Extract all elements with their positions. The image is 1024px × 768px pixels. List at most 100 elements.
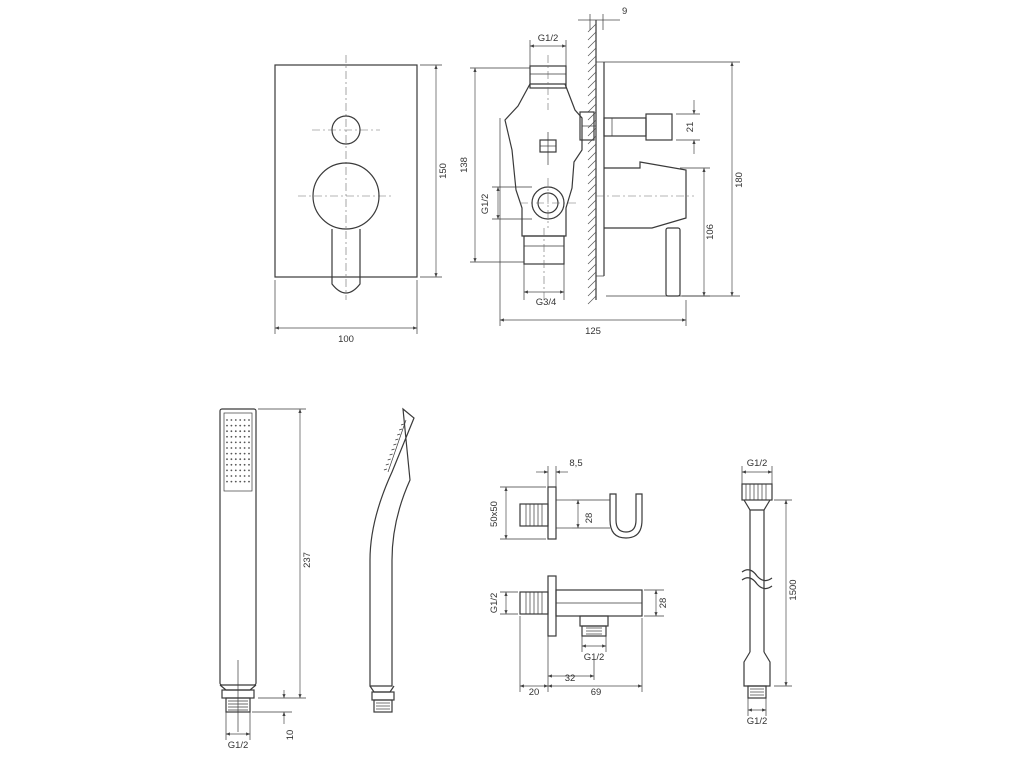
dim-wall-9: 9 [622, 6, 627, 17]
dim-69: 69 [591, 687, 602, 698]
dim-holder-28: 28 [584, 513, 595, 524]
side-nozzle [387, 458, 391, 461]
dim-total-180: 180 [734, 172, 745, 188]
hatch-line [587, 255, 597, 265]
hatch-line [587, 183, 597, 193]
diverter-stem [603, 117, 647, 137]
hatch-line [587, 79, 597, 89]
side-nozzles [383, 423, 405, 471]
hatch-line [587, 55, 597, 65]
wall-hatch [587, 23, 597, 305]
nozzle-dot [230, 441, 233, 444]
nozzle-dot [230, 463, 233, 466]
side-nozzle [398, 428, 403, 431]
hatch-line [587, 167, 597, 177]
dim-bottom-outlet: G3/4 [536, 297, 557, 308]
nozzle-dot [243, 435, 246, 438]
front-view: 100 150 [274, 55, 449, 345]
dim-outlet-28: 28 [658, 598, 669, 609]
dim-plate-8-5: 8,5 [569, 458, 582, 469]
dim-hose-top: G1/2 [747, 458, 768, 469]
hatch-line [587, 119, 597, 129]
nozzle-dot [248, 469, 250, 472]
holder-clip [609, 493, 643, 539]
hatch-line [587, 23, 597, 33]
dim-hand-shower-237: 237 [302, 552, 313, 568]
dim-hand-thread: G1/2 [228, 740, 249, 751]
nozzle-dot [243, 452, 246, 455]
hatch-line [587, 111, 597, 121]
nozzle-dot [248, 452, 250, 455]
dim-20: 20 [529, 687, 540, 698]
nozzle-dot [230, 469, 233, 472]
side-nozzle [383, 468, 388, 471]
nozzle-dot [243, 447, 246, 449]
nozzle-dot [248, 463, 250, 466]
nozzle-dot [243, 458, 246, 461]
nozzle-dot [248, 430, 250, 433]
hand-shower-side [369, 407, 415, 713]
nozzle-dot [230, 452, 233, 455]
hatch-line [587, 191, 597, 201]
mixer-rosette [312, 162, 380, 230]
nozzle-dot [226, 447, 228, 449]
nozzle-dot [230, 430, 233, 433]
hatch-line [587, 103, 597, 113]
side-nozzle [385, 463, 389, 466]
side-nozzle [391, 448, 395, 451]
hatch-line [587, 39, 597, 49]
hatch-line [587, 159, 597, 169]
dim-outlet-inlet: G1/2 [489, 593, 500, 614]
dim-left-inlet: G1/2 [480, 194, 491, 215]
nozzle-dot [234, 469, 237, 472]
nozzle-dot [239, 452, 242, 455]
hatch-line [587, 263, 597, 273]
nozzle-dot [239, 424, 242, 427]
nozzle-dot [234, 463, 237, 466]
holder-top-view: 8,5 50x50 28 [489, 458, 643, 540]
nozzle-dot [239, 463, 242, 466]
nozzle-dot [239, 441, 242, 444]
nozzle-dot [248, 435, 250, 438]
nozzle-dot [243, 419, 246, 421]
nozzle-dot [234, 458, 237, 461]
nozzle-dot [230, 419, 233, 421]
hatch-line [587, 199, 597, 209]
hatch-line [587, 207, 597, 217]
side-section-view: 9 G1/2 21 G1/2 [459, 6, 745, 337]
hatch-line [587, 71, 597, 81]
dim-hose-bottom: G1/2 [747, 716, 768, 727]
nozzle-dot [239, 435, 242, 438]
nozzle-dot [226, 419, 228, 421]
holder-plate [547, 486, 557, 540]
side-nozzle [393, 443, 397, 446]
nozzle-dot [243, 441, 246, 444]
hatch-line [587, 31, 597, 41]
nozzle-dot [230, 424, 233, 427]
nozzle-dot [230, 458, 233, 461]
cover-plate [274, 64, 418, 278]
side-nozzle [400, 423, 405, 426]
nozzle-dot [234, 452, 237, 455]
nozzle-dot [226, 441, 228, 444]
nozzle-dot [248, 424, 250, 427]
outlet-side-view: G1/2 28 G1/2 32 20 69 [489, 575, 669, 698]
nozzle-dot [248, 475, 250, 477]
dim-hose-1500: 1500 [788, 579, 799, 600]
nozzle-dot [239, 447, 242, 449]
nozzle-dot [234, 475, 237, 477]
dim-panel-width: 100 [338, 334, 354, 345]
nozzle-dot [243, 475, 246, 477]
mixer-lever [331, 229, 361, 294]
hatch-line [587, 223, 597, 233]
hatch-line [587, 87, 597, 97]
nozzle-dot [230, 480, 233, 483]
hatch-line [587, 247, 597, 257]
dim-top-inlet: G1/2 [538, 33, 559, 44]
dim-spout-106: 106 [705, 224, 716, 240]
nozzle-dot [239, 458, 242, 461]
hatch-line [587, 271, 597, 281]
side-nozzle [397, 433, 401, 436]
nozzle-dot [248, 447, 250, 449]
